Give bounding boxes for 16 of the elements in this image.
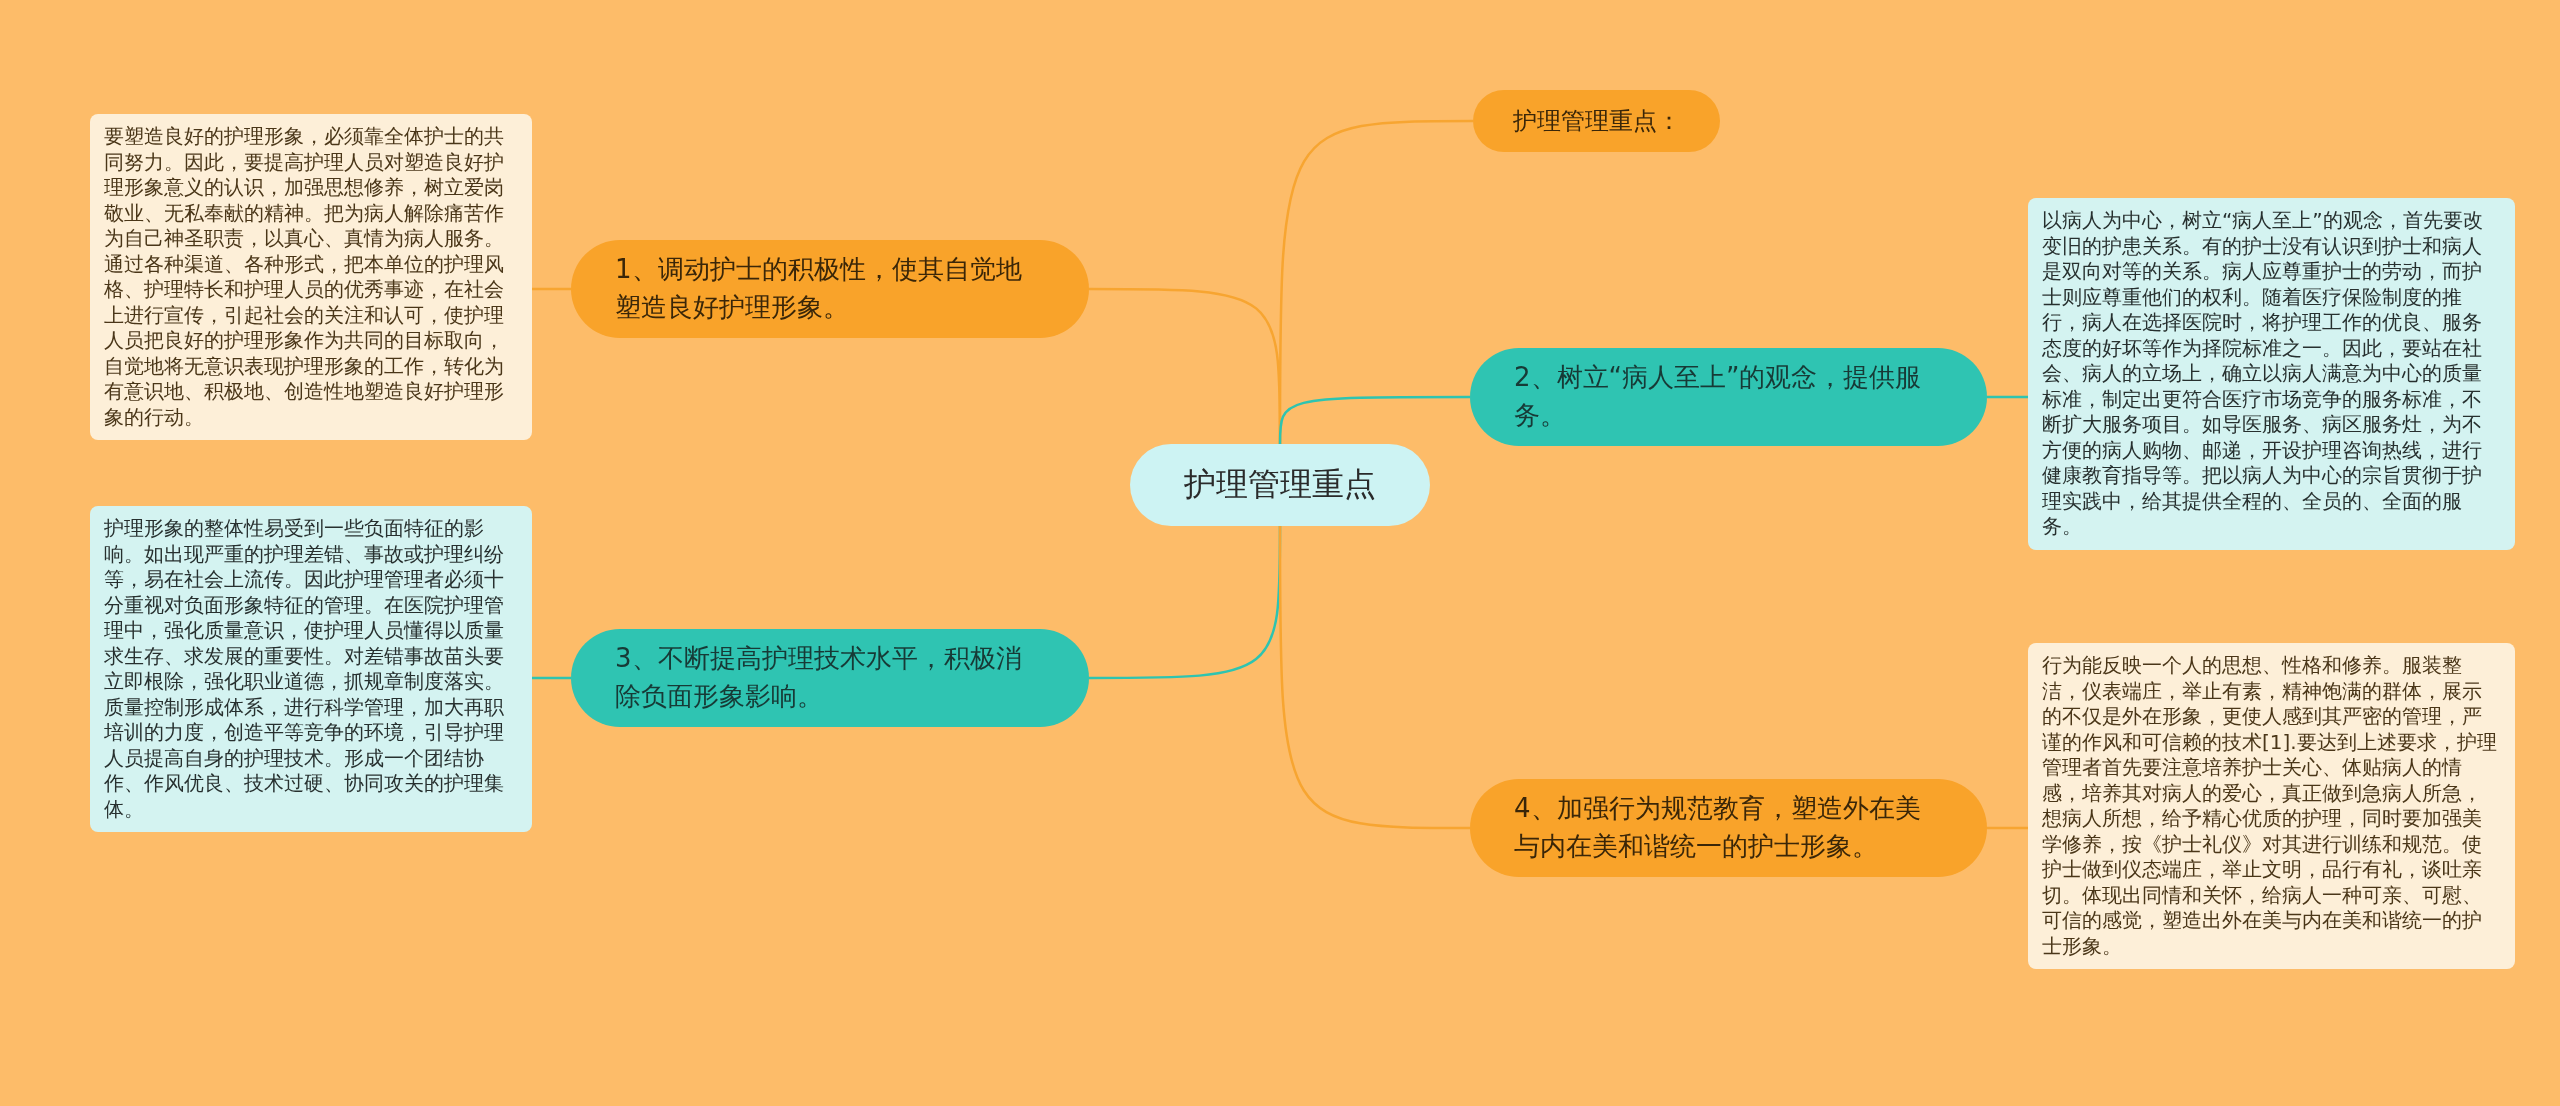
note-card: 以病人为中心，树立“病人至上”的观念，首先要改变旧的护患关系。有的护士没有认识到护士和病人是双向对等的关系。病人应尊重护士的劳动，而护士则应尊重他们的权利。随着医疗保险制度的推行，病人在选择医院时，将护理工作的优良、服务态度的好坏等作为择院标准之一。因此，要站在社会、病人的立场上，确立以病人满意为中心的质量标准，制定出更符合医疗市场竞争的服务标准，不断扩大服务项目。如导医服务、病区服务灶，为不方便的病人购物、邮递，开设护理咨询热线，进行健康教育指导等。把以病人为中心的宗旨贯彻于护理实践中，给其提供全程的、全员的、全面的服务。: [2028, 198, 2515, 550]
note-card: 要塑造良好的护理形象，必须靠全体护士的共同努力。因此，要提高护理人员对塑造良好护理形象意义的认识，加强思想修养，树立爱岗敬业、无私奉献的精神。把为病人解除痛苦作为自己神圣职责，以真心、真情为病人服务。通过各种渠道、各种形式，把本单位的护理风格、护理特长和护理人员的优秀事迹，在社会上进行宣传，引起社会的关注和认可，使护理人员把良好的护理形象作为共同的目标取向，自觉地将无意识表现护理形象的工作，转化为有意识地、积极地、创造性地塑造良好护理形象的行动。: [90, 114, 532, 440]
note-card: 护理形象的整体性易受到一些负面特征的影响。如出现严重的护理差错、事故或护理纠纷等，易在社会上流传。因此护理管理者必须十分重视对负面形象特征的管理。在医院护理管理中，强化质量意识，使护理人员懂得以质量求生存、求发展的重要性。对差错事故苗头要立即根除，强化职业道德，抓规章制度落实。质量控制形成体系，进行科学管理，加大再职培训的力度，创造平等竞争的环境，引导护理人员提高自身的护理技术。形成一个团结协作、作风优良、技术过硬、协同攻关的护理集体。: [90, 506, 532, 832]
connector-line: [1987, 826, 2028, 830]
note-card: 行为能反映一个人的思想、性格和修养。服装整洁，仪表端庄，举止有素，精神饱满的群体，展示的不仅是外在形象，更使人感到其严密的管理，严谨的作风和可信赖的技术[1].要达到上述要求，护理管理者首先要注意培养护士关心、体贴病人的情感，培养其对病人的爱心，真正做到急病人所急，想病人所想，给予精心优质的护理，同时要加强美学修养，按《护士礼仪》对其进行训练和规范。使护士做到仪态端庄，举止文明，品行有礼，谈吐亲切。体现出同情和关怀，给病人一种可亲、可慰、可信的感觉，塑造出外在美与内在美和谐统一的护士形象。: [2028, 643, 2515, 969]
branch-pill: 1、调动护士的积极性，使其自觉地塑造良好护理形象。: [571, 240, 1089, 338]
connector-line: [1278, 395, 1470, 444]
connector-line: [1987, 395, 2028, 399]
branch-pill: 4、加强行为规范教育，塑造外在美与内在美和谐统一的护士形象。: [1470, 779, 1987, 877]
connector-line: [1278, 526, 1470, 830]
connector-line: [532, 676, 571, 680]
connector-line: [532, 287, 571, 291]
branch-pill: 2、树立“病人至上”的观念，提供服务。: [1470, 348, 1987, 446]
topic-pill: 护理管理重点：: [1473, 90, 1720, 152]
branch-pill: 3、不断提高护理技术水平，积极消除负面形象影响。: [571, 629, 1089, 727]
central-topic: 护理管理重点: [1130, 444, 1430, 526]
